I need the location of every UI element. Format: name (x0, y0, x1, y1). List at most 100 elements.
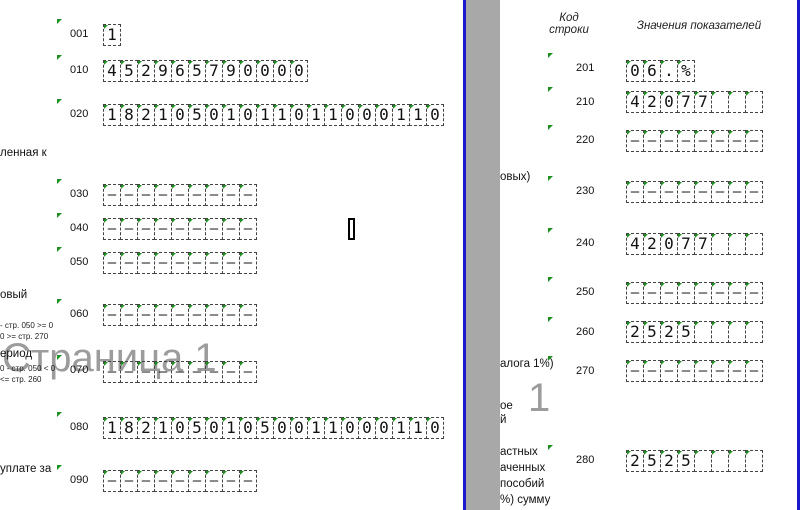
field-080-cell[interactable]: 0 (375, 417, 393, 439)
field-230-cell[interactable]: – (694, 181, 712, 203)
field-090-input[interactable]: ––––––––– (103, 470, 257, 492)
field-080-cell[interactable]: 1 (324, 417, 342, 439)
field-040-cell[interactable]: – (171, 218, 189, 240)
field-030-cell[interactable]: – (103, 184, 121, 206)
field-230-input[interactable]: –––––––– (626, 181, 763, 203)
field-010-cell[interactable]: 5 (120, 60, 138, 82)
field-070-cell[interactable]: – (171, 361, 189, 383)
field-020-cell[interactable]: 0 (171, 104, 189, 126)
field-050-cell[interactable]: – (171, 252, 189, 274)
field-020-cell[interactable]: 0 (426, 104, 444, 126)
field-260-cell[interactable]: 5 (643, 321, 661, 343)
field-090-cell[interactable]: – (239, 470, 257, 492)
field-230-cell[interactable]: – (626, 181, 644, 203)
field-240-cell[interactable]: 0 (660, 233, 678, 255)
field-060-input[interactable]: ––––––––– (103, 304, 257, 326)
field-040-cell[interactable]: – (222, 218, 240, 240)
field-260-cell[interactable] (728, 321, 746, 343)
field-080-cell[interactable]: 0 (171, 417, 189, 439)
field-050-cell[interactable]: – (154, 252, 172, 274)
field-040-cell[interactable]: – (120, 218, 138, 240)
field-250-input[interactable]: –––––––– (626, 282, 763, 304)
field-230-cell[interactable]: – (728, 181, 746, 203)
field-070-cell[interactable]: – (188, 361, 206, 383)
field-210-cell[interactable]: 2 (643, 91, 661, 113)
field-080-cell[interactable]: 0 (426, 417, 444, 439)
field-210-cell[interactable]: 7 (694, 91, 712, 113)
field-210-cell[interactable] (728, 91, 746, 113)
field-080-cell[interactable]: 0 (290, 417, 308, 439)
field-270-cell[interactable]: – (677, 360, 695, 382)
field-080-cell[interactable]: 1 (392, 417, 410, 439)
field-010-cell[interactable]: 6 (171, 60, 189, 82)
field-090-cell[interactable]: – (103, 470, 121, 492)
field-280-cell[interactable] (728, 450, 746, 472)
field-060-cell[interactable]: – (205, 304, 223, 326)
field-230-cell[interactable]: – (745, 181, 763, 203)
field-010-cell[interactable]: 9 (222, 60, 240, 82)
field-250-cell[interactable]: – (728, 282, 746, 304)
field-080-cell[interactable]: 5 (256, 417, 274, 439)
field-240-cell[interactable]: 2 (643, 233, 661, 255)
field-080-cell[interactable]: 1 (222, 417, 240, 439)
field-080-cell[interactable]: 0 (239, 417, 257, 439)
field-001-cell[interactable]: 1 (103, 24, 121, 46)
field-020-cell[interactable]: 0 (358, 104, 376, 126)
field-030-cell[interactable]: – (154, 184, 172, 206)
field-090-cell[interactable]: – (188, 470, 206, 492)
field-260-cell[interactable]: 5 (677, 321, 695, 343)
field-060-cell[interactable]: – (103, 304, 121, 326)
field-020-cell[interactable]: 1 (392, 104, 410, 126)
field-030-cell[interactable]: – (222, 184, 240, 206)
field-020-cell[interactable]: 0 (375, 104, 393, 126)
field-280-cell[interactable] (711, 450, 729, 472)
field-030-cell[interactable]: – (239, 184, 257, 206)
field-090-cell[interactable]: – (222, 470, 240, 492)
field-040-cell[interactable]: – (137, 218, 155, 240)
field-230-cell[interactable]: – (677, 181, 695, 203)
field-220-cell[interactable]: – (745, 130, 763, 152)
field-030-cell[interactable]: – (171, 184, 189, 206)
field-240-cell[interactable] (728, 233, 746, 255)
field-020-cell[interactable]: 8 (120, 104, 138, 126)
field-210-cell[interactable] (711, 91, 729, 113)
field-201-cell[interactable]: 0 (626, 60, 644, 82)
field-240-cell[interactable] (711, 233, 729, 255)
field-020-cell[interactable]: 1 (222, 104, 240, 126)
field-050-cell[interactable]: – (222, 252, 240, 274)
field-260-cell[interactable] (711, 321, 729, 343)
field-040-cell[interactable]: – (188, 218, 206, 240)
field-090-cell[interactable]: – (171, 470, 189, 492)
field-060-cell[interactable]: – (120, 304, 138, 326)
field-220-cell[interactable]: – (643, 130, 661, 152)
field-280-cell[interactable] (745, 450, 763, 472)
field-030-cell[interactable]: – (188, 184, 206, 206)
field-070-cell[interactable]: – (239, 361, 257, 383)
field-260-cell[interactable] (745, 321, 763, 343)
field-070-cell[interactable]: – (205, 361, 223, 383)
field-001-input[interactable]: 1 (103, 24, 121, 46)
field-280-cell[interactable]: 2 (626, 450, 644, 472)
field-020-cell[interactable]: 1 (307, 104, 325, 126)
field-060-cell[interactable]: – (239, 304, 257, 326)
field-210-cell[interactable]: 0 (660, 91, 678, 113)
field-060-cell[interactable]: – (222, 304, 240, 326)
field-070-input[interactable]: ––––––––– (103, 361, 257, 383)
field-080-cell[interactable]: 1 (307, 417, 325, 439)
field-040-cell[interactable]: – (103, 218, 121, 240)
field-080-cell[interactable]: 0 (273, 417, 291, 439)
field-080-cell[interactable]: 0 (358, 417, 376, 439)
field-220-cell[interactable]: – (677, 130, 695, 152)
field-270-cell[interactable]: – (626, 360, 644, 382)
field-260-cell[interactable]: 2 (626, 321, 644, 343)
field-240-cell[interactable]: 7 (677, 233, 695, 255)
field-010-cell[interactable]: 0 (256, 60, 274, 82)
field-270-cell[interactable]: – (694, 360, 712, 382)
field-030-input[interactable]: ––––––––– (103, 184, 257, 206)
field-010-cell[interactable]: 7 (205, 60, 223, 82)
field-270-cell[interactable]: – (745, 360, 763, 382)
